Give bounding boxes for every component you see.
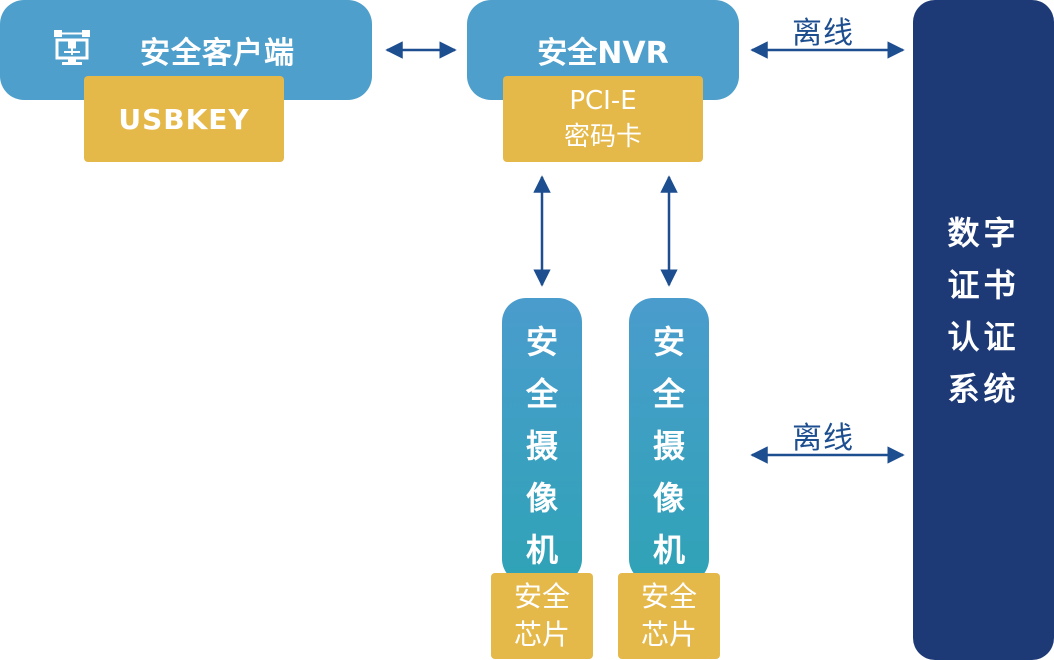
digital-certificate-system-box: 数字 证书 认证 系统	[913, 0, 1054, 660]
cert-system-line: 数字	[947, 214, 1020, 252]
camera-1-char: 全	[525, 375, 558, 413]
security-camera-box-1: 安 全 摄 像 机	[502, 298, 582, 583]
cert-system-line: 系统	[947, 370, 1020, 408]
camera-1-char: 摄	[525, 427, 558, 465]
cert-system-line: 证书	[947, 266, 1020, 304]
offline-label-bottom: 离线	[792, 421, 854, 456]
security-nvr-label: 安全NVR	[537, 36, 669, 71]
pcie-label-line2: 密码卡	[563, 122, 642, 152]
network-terminal-icon	[54, 30, 90, 65]
chip-1-label-line1: 安全	[513, 580, 570, 613]
pcie-label-line1: PCI-E	[569, 86, 637, 116]
camera-2-char: 安	[652, 323, 685, 361]
camera-1-char: 机	[525, 531, 558, 569]
usbkey-label: USBKEY	[118, 102, 250, 136]
offline-label-top: 离线	[792, 16, 854, 51]
camera-2-char: 全	[652, 375, 685, 413]
camera-2-char: 机	[652, 531, 685, 569]
cert-system-line: 认证	[947, 318, 1020, 356]
chip-1-label-line2: 芯片	[513, 618, 570, 651]
chip-2-label-line2: 芯片	[640, 618, 697, 651]
chip-2-label-line1: 安全	[640, 580, 697, 613]
security-camera-box-2: 安 全 摄 像 机	[629, 298, 709, 583]
camera-1-char: 像	[525, 479, 558, 517]
usbkey-box: USBKEY	[84, 76, 284, 162]
security-chip-box-2: 安全 芯片	[618, 573, 720, 659]
pcie-crypto-card-box: PCI-E 密码卡	[503, 76, 703, 162]
camera-2-char: 摄	[652, 427, 685, 465]
security-chip-box-1: 安全 芯片	[491, 573, 593, 659]
camera-1-char: 安	[525, 323, 558, 361]
security-client-label: 安全客户端	[140, 36, 295, 71]
camera-2-char: 像	[652, 479, 685, 517]
